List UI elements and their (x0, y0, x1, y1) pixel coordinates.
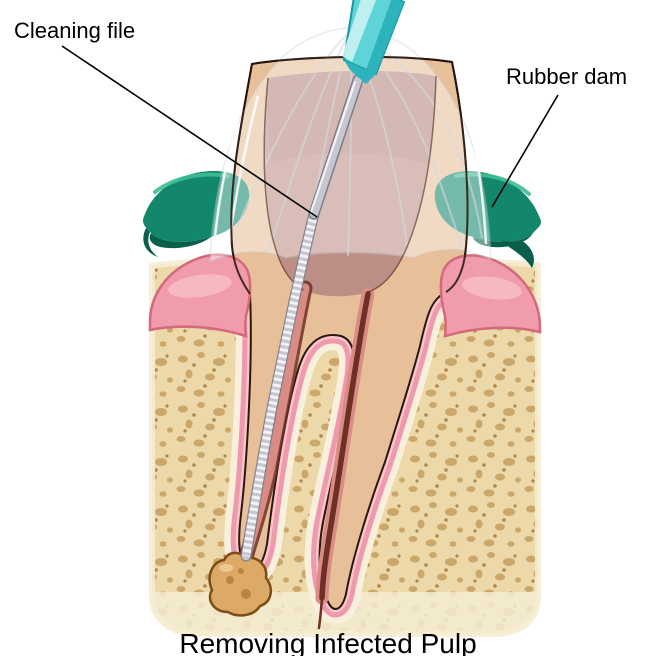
rubber-dam-right (434, 171, 541, 268)
cleaning-file-handle (342, 0, 406, 84)
rubber-dam-leader-line (491, 94, 559, 208)
cleaning-file (240, 0, 406, 562)
distal-root-canal (315, 287, 375, 630)
caption: Removing Infected Pulp (179, 628, 477, 656)
cleaning-file-label: Cleaning file (14, 18, 136, 43)
rubber-dam-label: Rubber dam (506, 64, 628, 89)
cleaning-file-shaft (308, 74, 364, 220)
cleaning-file-leader-line (61, 45, 318, 218)
cleaning-file-coil (240, 208, 320, 562)
gum-right (439, 254, 542, 338)
apical-lesion (208, 551, 273, 617)
